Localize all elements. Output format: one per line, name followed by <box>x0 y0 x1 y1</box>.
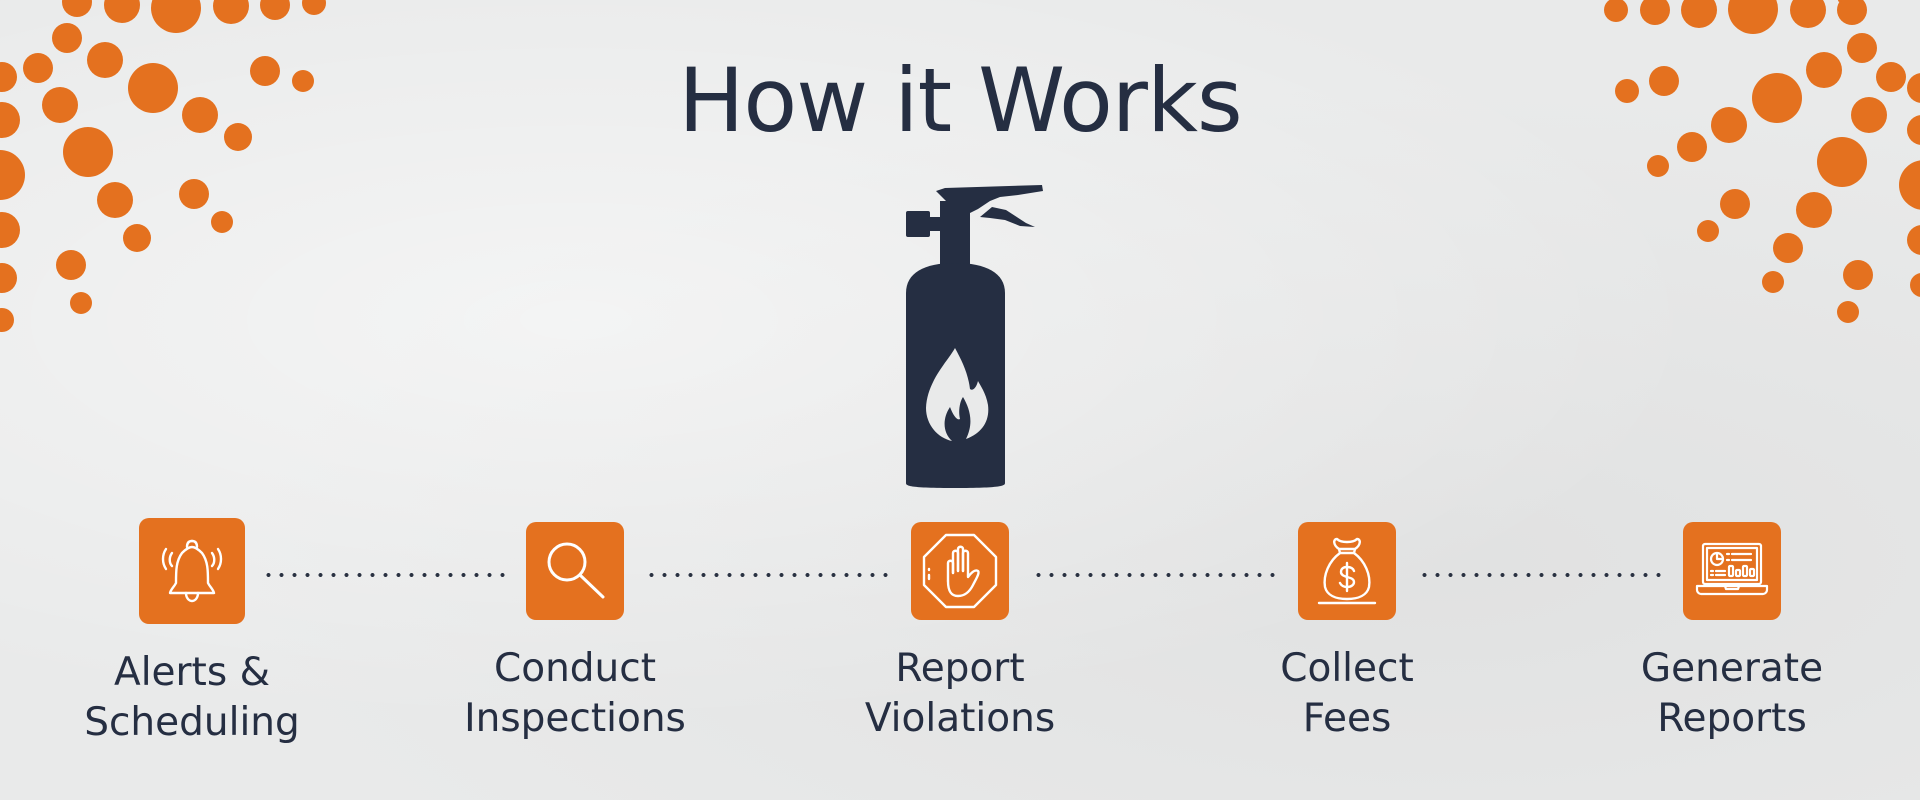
step-label-line2: Reports <box>1657 696 1807 741</box>
step-label: Conduct Inspections <box>435 644 715 744</box>
step-label-line2: Violations <box>864 696 1056 741</box>
dotted-connector <box>1418 572 1666 578</box>
step-label-line2: Scheduling <box>84 700 300 745</box>
step-collect-fees: Collect Fees <box>1207 522 1487 744</box>
step-label: Report Violations <box>820 644 1100 744</box>
step-label: Alerts & Scheduling <box>52 648 332 748</box>
money-bag-icon <box>1317 537 1377 605</box>
step-report-violations: Report Violations <box>820 522 1100 744</box>
dotted-connector <box>262 572 510 578</box>
step-label-line1: Conduct <box>493 646 657 691</box>
step-label-line1: Generate <box>1640 646 1824 691</box>
step-alerts-scheduling: Alerts & Scheduling <box>52 518 332 748</box>
step-label-line1: Report <box>895 646 1025 691</box>
magnifier-icon <box>547 542 605 599</box>
page-title: How it Works <box>678 49 1243 152</box>
fees-tile <box>1298 522 1396 620</box>
step-label-line2: Fees <box>1302 696 1392 741</box>
alerts-tile <box>139 518 245 624</box>
inspections-tile <box>526 522 624 620</box>
fire-extinguisher-icon <box>906 185 1043 488</box>
step-generate-reports: Generate Reports <box>1592 522 1872 744</box>
step-label-line2: Inspections <box>464 696 686 741</box>
bell-icon <box>161 539 223 603</box>
dotted-connector <box>1032 572 1280 578</box>
step-label: Collect Fees <box>1207 644 1487 744</box>
laptop-report-icon <box>1695 542 1769 596</box>
violations-tile <box>911 522 1009 620</box>
step-conduct-inspections: Conduct Inspections <box>435 522 715 744</box>
step-label: Generate Reports <box>1592 644 1872 744</box>
step-label-line1: Alerts & <box>114 650 270 695</box>
step-label-line1: Collect <box>1280 646 1414 691</box>
stop-hand-icon <box>922 533 998 609</box>
dotted-connector <box>645 572 893 578</box>
reports-tile <box>1683 522 1781 620</box>
